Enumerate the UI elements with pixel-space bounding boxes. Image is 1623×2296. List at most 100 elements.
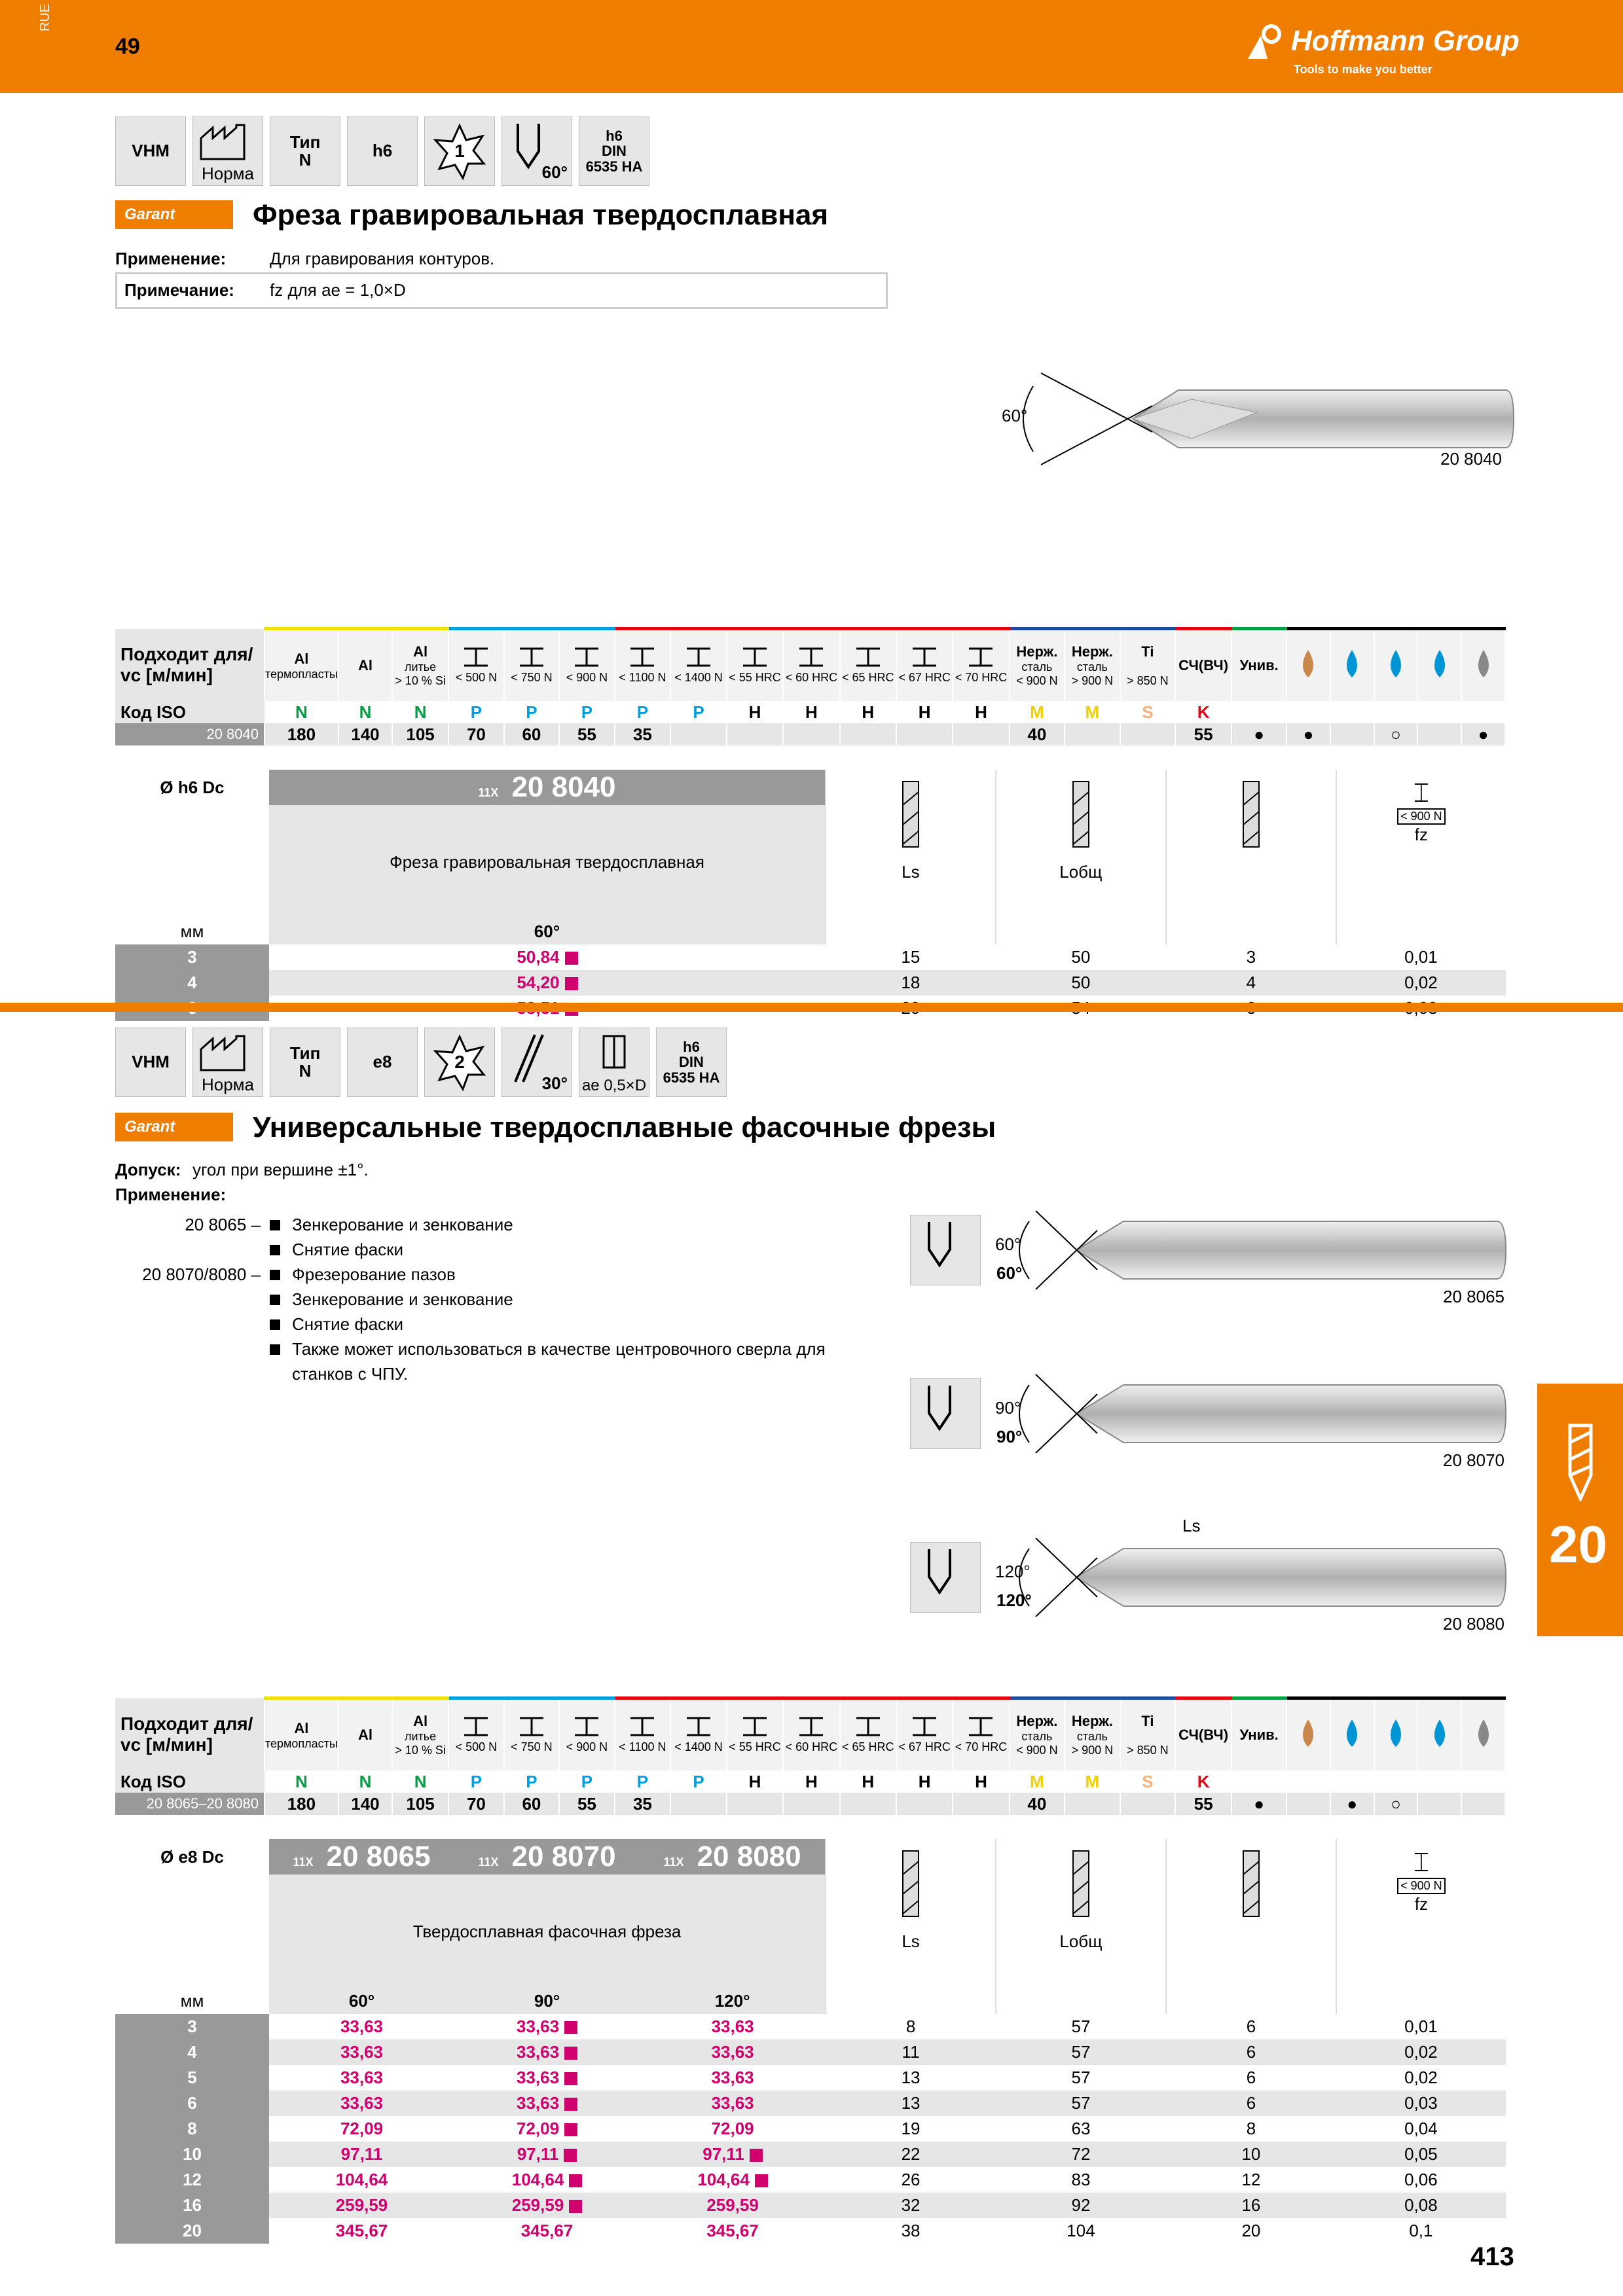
dry-icon [1417, 627, 1463, 701]
product-description: Твердосплавная фасочная фреза [268, 1874, 826, 1988]
type-n: Тип N [270, 1028, 340, 1097]
cutting-speed [953, 723, 1010, 745]
dimension-value: 0,04 [1336, 2116, 1506, 2142]
material-col-3: < 500 N [448, 627, 505, 701]
coolant-mark [1330, 723, 1375, 745]
dc-label: Ø e8 Dc [160, 1846, 224, 1867]
dim-icon-lt: Lобщ [994, 1839, 1166, 2014]
diameter: 3 [115, 944, 270, 970]
application-label: Применение: [115, 249, 227, 268]
dimension-value: 16 [1165, 2193, 1336, 2218]
iso-label: Код ISO [115, 701, 264, 723]
availability-icon [564, 2047, 578, 2060]
dimension-value: 104 [995, 2218, 1166, 2244]
iso-code: P [559, 1770, 615, 1793]
dimension-value: 92 [995, 2193, 1166, 2218]
dim-icon-ls: Ls [824, 770, 996, 944]
section-separator [0, 1003, 1623, 1012]
bullet-icon [270, 1344, 280, 1355]
water-drop-icon [1330, 1696, 1375, 1770]
material-col-10: < 65 HRC [839, 627, 897, 701]
iso-code: H [726, 1770, 784, 1793]
cutting-speed: 55 [559, 723, 615, 745]
dimension-value: 0,02 [1336, 970, 1506, 996]
tolerance-text: угол при вершине ±1°. [192, 1160, 369, 1179]
price: 33,63 [454, 2065, 640, 2090]
bullet-icon [270, 1245, 280, 1255]
price: 33,63 [454, 2090, 640, 2116]
spec-icon-bar-1: VHM Норма Тип N h6 1 60° h6 DIN 6535 HA [115, 117, 649, 186]
page-number-right: 413 [1470, 2242, 1514, 2271]
dimension-value: 0,02 [1336, 2065, 1506, 2090]
mist-icon [1374, 627, 1419, 701]
iso-code: K [1175, 1770, 1232, 1793]
application-item: Снятие фаски [115, 1240, 901, 1265]
dimension-value: 10 [1165, 2142, 1336, 2167]
material-col-14: Нерж.сталь > 900 N [1065, 1696, 1121, 1770]
iso-code [1231, 701, 1287, 723]
material-col-7: < 1400 N [670, 1696, 727, 1770]
norm-icon: Норма [192, 1028, 263, 1097]
price: 259,59 [454, 2193, 640, 2218]
ibeam-icon [505, 1717, 559, 1740]
tool-drawing: 90°90°20 8070 [907, 1368, 1510, 1525]
diameter: 10 [115, 2142, 269, 2167]
application-label: Применение: [115, 1185, 227, 1204]
ibeam-icon [897, 1717, 952, 1740]
application-item: Зенкерование и зенкование [115, 1289, 901, 1314]
angle-label: 90° [996, 1427, 1023, 1446]
material-vhm: VHM [115, 1028, 186, 1097]
diameter: 20 [115, 2218, 269, 2244]
cutting-speed [839, 1793, 897, 1815]
product-description: Фреза гравировальная твердосплавная [269, 805, 826, 919]
helix-angle-icon: 30° [501, 1028, 572, 1097]
dimension-value: 11 [826, 2039, 996, 2065]
shank-din-icon: h6 DIN 6535 HA [579, 117, 649, 186]
iso-code: S [1120, 1770, 1176, 1793]
application-item: Также может использоваться в качестве це… [115, 1339, 901, 1364]
material-col-6: < 1100 N [614, 627, 672, 701]
dimension-value: 13 [826, 2065, 996, 2090]
material-col-16: СЧ(ВЧ) [1175, 1696, 1233, 1770]
coolant-mark: ○ [1374, 1793, 1419, 1815]
price: 72,09 [640, 2116, 826, 2142]
dimension-value: 15 [825, 944, 996, 970]
material-col-17: Унив. [1231, 1696, 1288, 1770]
availability-icon [569, 2174, 583, 2188]
drawing-code: 20 8065 [1443, 1287, 1504, 1306]
iso-code: P [503, 1770, 560, 1793]
dimension-value: 0,1 [1336, 2218, 1506, 2244]
note-text: fz для ae = 1,0×D [270, 280, 406, 300]
dimension-value: 6 [1165, 2039, 1336, 2065]
diameter: 3 [115, 2014, 269, 2039]
material-col-11: < 67 HRC [896, 1696, 954, 1770]
material-col-4: < 750 N [503, 627, 560, 701]
price: 104,64 [268, 2167, 455, 2193]
price: 33,63 [454, 2014, 640, 2039]
iso-code: H [953, 1770, 1010, 1793]
unit-mm: мм [180, 1991, 204, 2011]
price: 33,63 [454, 2039, 640, 2065]
dimension-value: 0,03 [1336, 2090, 1506, 2116]
point-angle-icon: 60° [501, 117, 572, 186]
unit-mm: мм [180, 922, 204, 941]
article-code: 20 8065–20 8080 [115, 1793, 265, 1815]
page-header: RUE 49 Hoffmann Group Tools to make you … [0, 0, 1623, 93]
cutting-speed [1120, 1793, 1176, 1815]
suitable-for-label: Подходит для/vc [м/мин] [115, 628, 265, 701]
material-col-12: < 70 HRC [953, 1696, 1010, 1770]
cutting-speed [726, 723, 784, 745]
material-col-9: < 60 HRC [783, 627, 841, 701]
iso-code: M [1065, 1770, 1120, 1793]
cutting-speed [839, 723, 897, 745]
ibeam-icon [727, 647, 782, 671]
iso-code: H [783, 1770, 840, 1793]
water-drop-icon [1330, 627, 1375, 701]
price: 33,63 [268, 2065, 455, 2090]
